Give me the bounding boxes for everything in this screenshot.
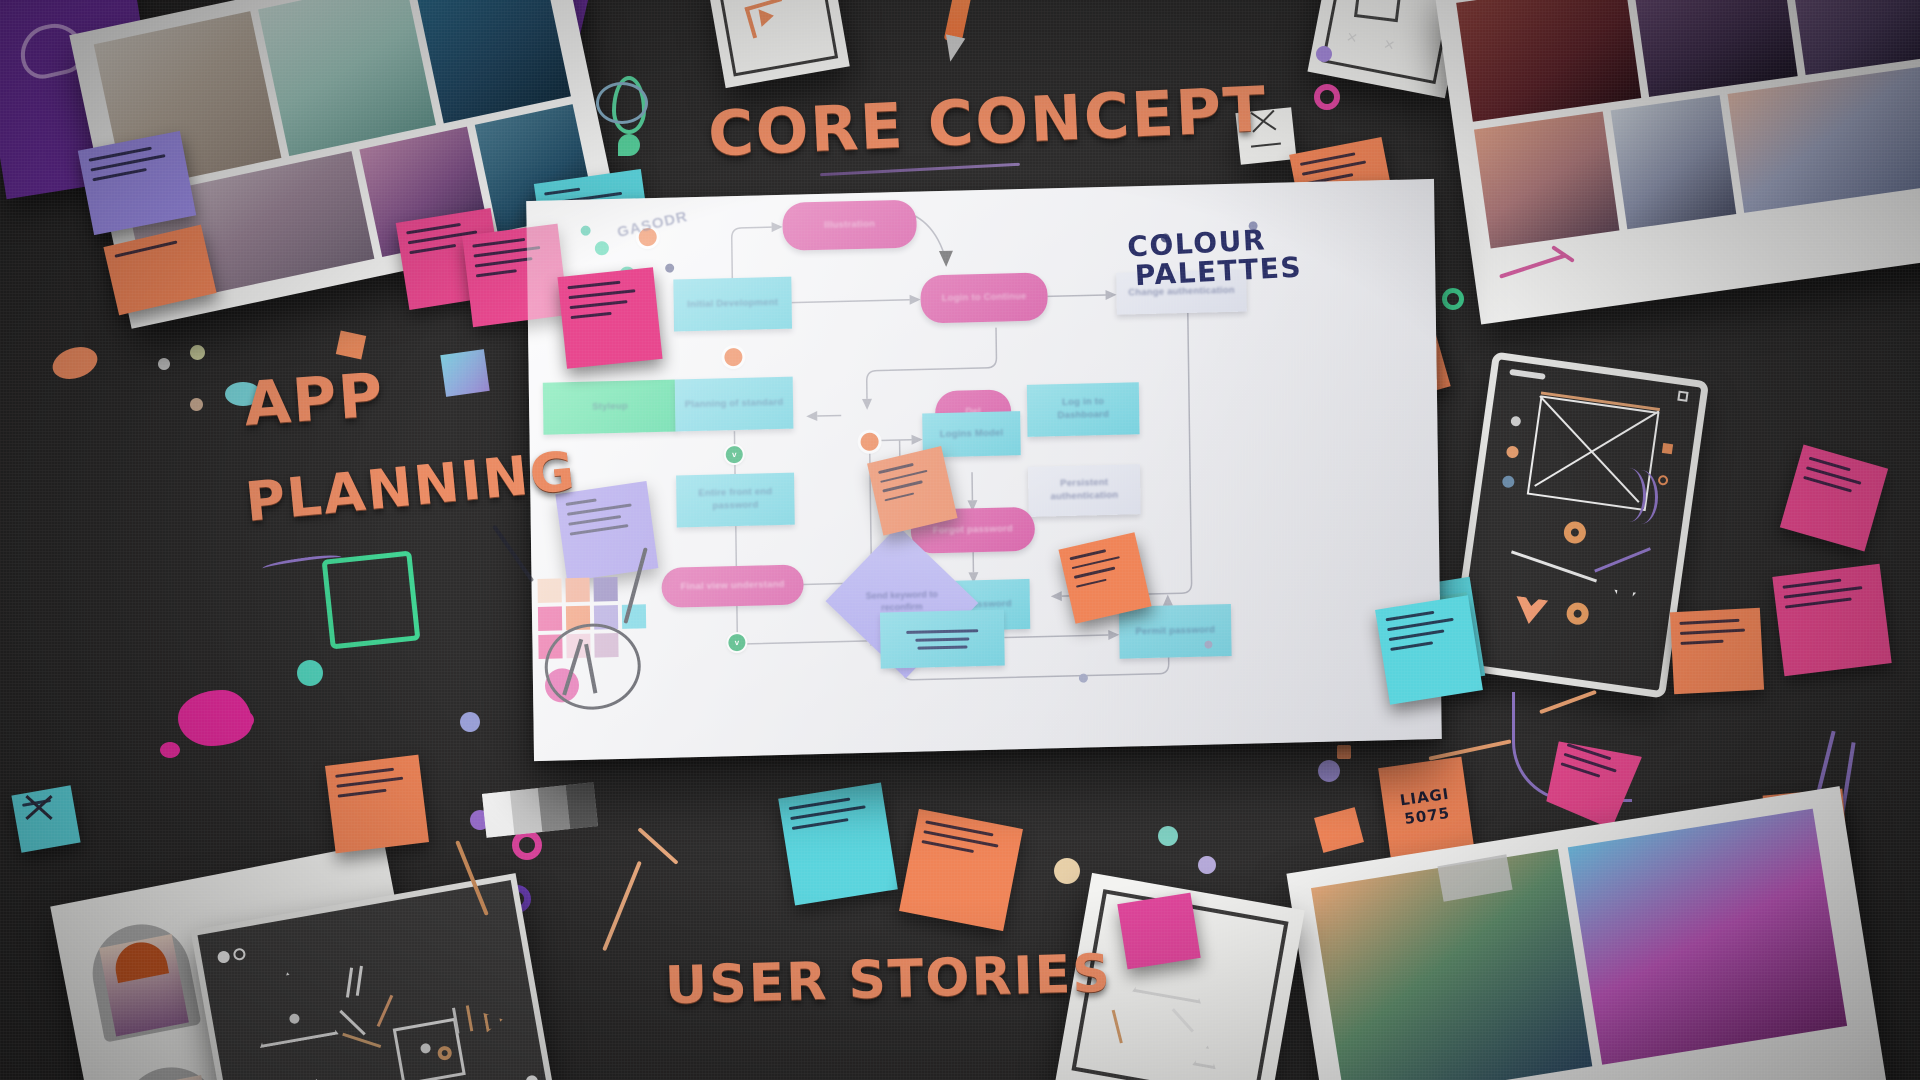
confetti-dot — [1318, 760, 1340, 782]
ring-icon — [1442, 288, 1464, 310]
circle-doodle — [596, 82, 648, 124]
list-item[interactable] — [1117, 892, 1201, 970]
flow-node-label: Planning of standard — [684, 396, 784, 410]
flow-node-label: Forgot password — [932, 522, 1013, 536]
photo-collage-bottom-right — [1286, 786, 1890, 1080]
list-item[interactable] — [778, 782, 898, 906]
note-lagi-text: LIAGI 5075 — [1398, 784, 1452, 829]
flow-node-label: Persistent authentication — [1050, 477, 1119, 503]
confetti-dot — [1054, 858, 1080, 884]
confetti-dot — [1337, 745, 1351, 759]
flow-node-label: Illustration — [824, 218, 876, 231]
grayscale-strip — [482, 782, 598, 838]
flow-node-label: Log in to Dashboard — [1057, 396, 1110, 422]
paint-splatter — [160, 742, 180, 758]
flow-node[interactable]: Login to Continue — [920, 272, 1048, 324]
page-title: CORE CONCEPT — [706, 72, 1269, 171]
confetti-dot — [460, 712, 480, 732]
section-title-colour-palettes: COLOUR PALETTES — [1126, 223, 1303, 292]
list-item[interactable] — [11, 785, 81, 853]
confetti-square — [335, 330, 367, 360]
photo-tile — [1567, 808, 1848, 1065]
flow-connectors — [677, 208, 1193, 681]
flow-node[interactable]: Persistent authentication — [1027, 464, 1141, 517]
photo-tile — [1632, 0, 1798, 97]
confetti-dot — [1198, 856, 1216, 874]
list-item[interactable] — [462, 223, 569, 328]
flow-node-label: Styleup — [592, 400, 629, 413]
flow-node[interactable]: Permit password — [1118, 604, 1232, 659]
flow-node[interactable]: Entire front end password — [676, 472, 795, 528]
list-item[interactable] — [899, 808, 1023, 932]
confetti-dot — [225, 382, 261, 406]
flow-node[interactable]: Illustration — [782, 199, 917, 251]
confetti-square — [1314, 807, 1364, 853]
paint-splatter — [228, 710, 254, 730]
confetti-dot — [1158, 826, 1178, 846]
photo-tile — [258, 0, 436, 157]
flow-node-label: Logins Model — [939, 427, 1004, 440]
flow-node[interactable]: Final view understand — [661, 564, 804, 608]
flow-node-label: Initial Development — [687, 296, 779, 310]
note-orange-lagi[interactable]: LIAGI 5075 — [1378, 756, 1474, 858]
flow-node[interactable] — [879, 609, 1005, 669]
list-item[interactable] — [1375, 595, 1483, 705]
whiteboard: Illustration Initial Development Login t… — [462, 178, 1442, 762]
confetti-dot — [190, 398, 203, 411]
photo-tile — [1727, 62, 1920, 213]
confetti-dot — [158, 358, 170, 370]
confetti-dot — [190, 345, 205, 360]
photo-tile — [1788, 0, 1920, 75]
list-item[interactable] — [1669, 607, 1765, 695]
flow-node[interactable]: Planning of standard — [674, 376, 794, 432]
wireframe-right-phone — [1448, 351, 1710, 699]
swoosh-doodle — [1624, 470, 1658, 524]
confetti-dot — [1316, 46, 1332, 62]
flow-node[interactable]: Styleup — [542, 379, 678, 435]
photo-tile — [1610, 95, 1737, 230]
confetti-square — [440, 349, 490, 397]
flow-node-label: Final view understand — [680, 578, 785, 593]
leaf-doodle — [618, 134, 640, 156]
green-square-sketch — [321, 550, 421, 650]
section-title-app: APP — [241, 360, 387, 440]
ring-icon — [1314, 84, 1340, 110]
flow-node-label: Entire front end password — [698, 486, 773, 512]
photo-tile — [1456, 0, 1642, 122]
list-item[interactable] — [557, 267, 663, 369]
confetti-dot — [48, 341, 102, 385]
heading-underline — [820, 162, 1020, 177]
ring-icon — [512, 830, 542, 860]
section-title-user-stories: USER STORIES — [664, 943, 1113, 1017]
photo-tile — [412, 0, 571, 124]
list-item[interactable] — [1772, 563, 1892, 677]
photo-tile — [1473, 111, 1620, 249]
arrow-doodle — [1428, 739, 1512, 761]
list-item[interactable] — [1779, 444, 1889, 552]
arrow-doodle — [492, 524, 535, 583]
flow-node-label: Login to Continue — [941, 290, 1027, 304]
section-title-planning: PLANNING — [242, 439, 580, 534]
list-item[interactable] — [324, 754, 430, 854]
arrow-doodle — [602, 860, 642, 952]
flow-node[interactable]: Initial Development — [673, 276, 793, 332]
arrow-doodle — [637, 827, 679, 865]
confetti-dot — [297, 660, 323, 686]
flow-node[interactable]: Log in to Dashboard — [1026, 382, 1140, 437]
wireframe-top-center — [706, 0, 850, 89]
flow-node-label: Permit password — [1135, 623, 1216, 637]
